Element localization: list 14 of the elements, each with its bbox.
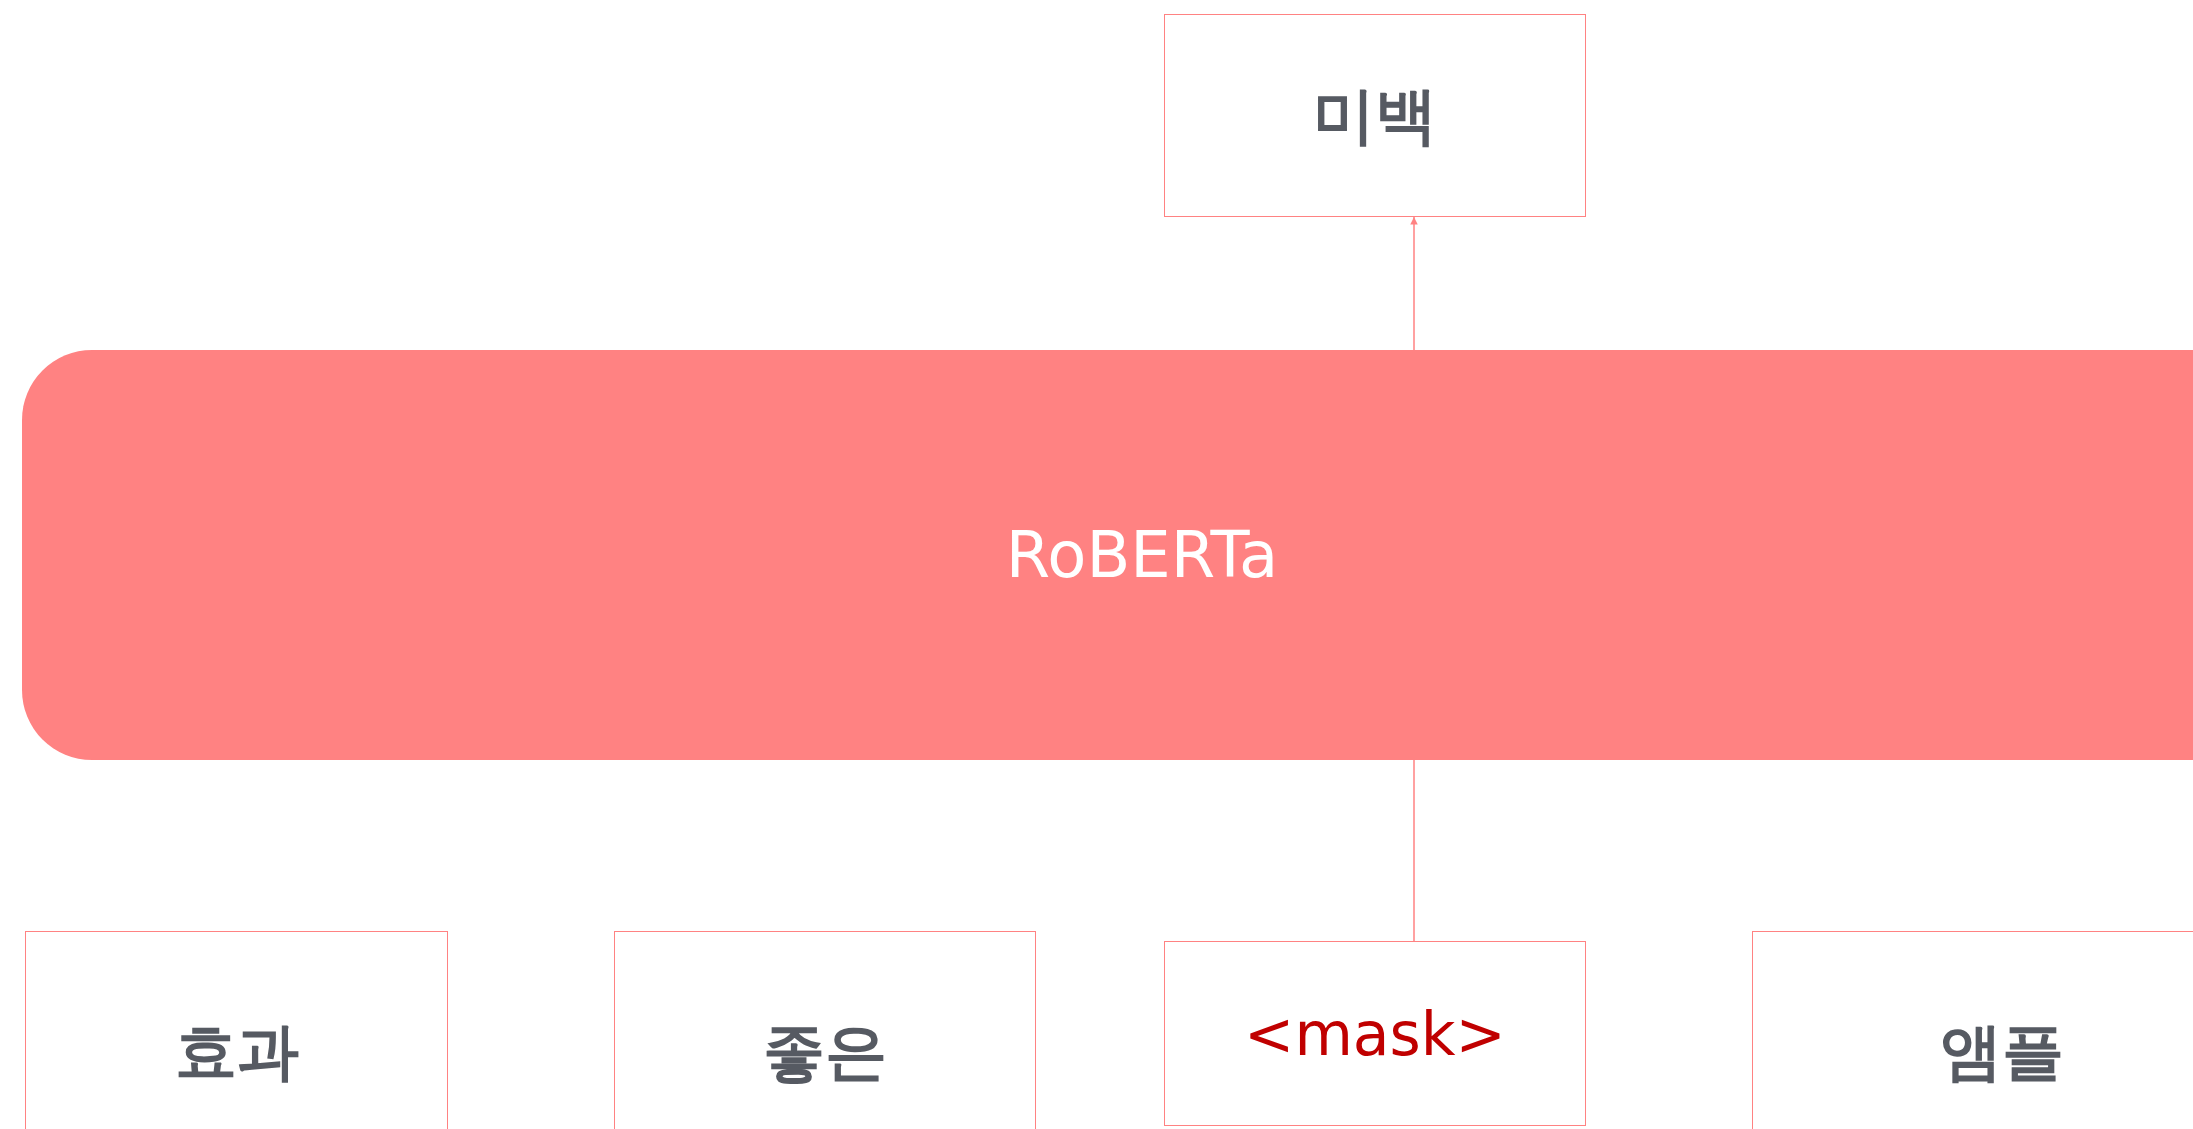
connector-line	[1413, 759, 1415, 942]
token-box	[1752, 931, 2193, 1129]
token-box	[1164, 14, 1586, 217]
token-text: RoBERTa	[1005, 517, 1279, 594]
connector-line	[1410, 216, 1418, 351]
token-text: 효과	[174, 1013, 299, 1090]
token-text: 좋은	[763, 1013, 887, 1090]
token-box	[614, 931, 1036, 1129]
token-text: 미백	[1313, 78, 1437, 154]
model-block	[22, 350, 2193, 760]
token-box	[1164, 941, 1586, 1126]
token-box	[25, 931, 448, 1129]
token-text: 앰플	[1940, 1013, 2064, 1090]
token-text: <mask>	[1244, 997, 1506, 1071]
